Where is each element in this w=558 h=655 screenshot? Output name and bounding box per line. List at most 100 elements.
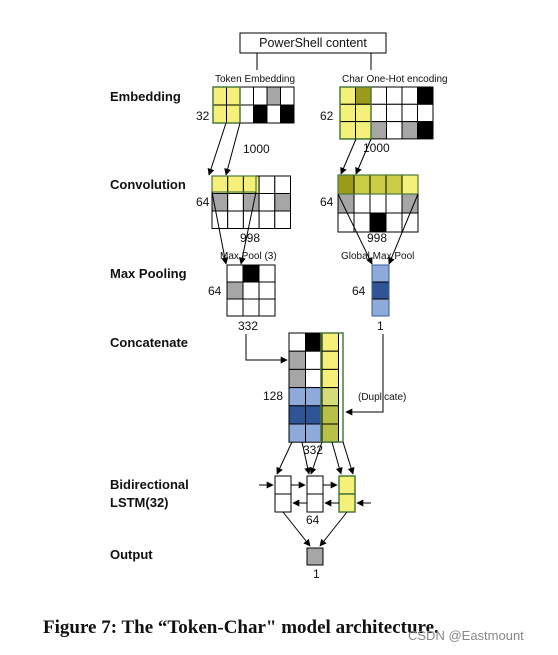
concat-cell (305, 423, 323, 443)
lstm-cell-3-top (338, 475, 356, 495)
token-emb-cell (253, 104, 268, 124)
token-emb-cell (226, 104, 241, 124)
pool-right-cell (371, 281, 390, 300)
stage-embedding: Embedding (110, 89, 181, 104)
char-emb-cell (417, 103, 434, 123)
pool-left-cell (226, 264, 244, 283)
concat-cell (321, 423, 339, 443)
concat-cell (321, 350, 339, 370)
char-emb-cell (355, 103, 372, 123)
char-emb-cell (386, 86, 403, 105)
char-emb-cols-label: 1000 (363, 141, 390, 155)
pool-right-rows-label: 64 (352, 284, 366, 298)
concat-cell (321, 405, 339, 425)
char-emb-cell (339, 121, 356, 140)
concat-cell (288, 405, 306, 425)
arrow-conv-right-to-pool-1 (337, 193, 373, 265)
conv-right-cell (401, 212, 419, 233)
token-maxpool-matrix (226, 264, 276, 317)
arrow-concat-to-lstm-5 (342, 441, 355, 475)
concat-cell (305, 387, 323, 407)
lstm-layer (259, 475, 371, 513)
arrow-pool-left-to-concat (245, 334, 288, 364)
stage-max-pooling: Max Pooling (110, 266, 187, 281)
conv-right-cell (401, 193, 419, 214)
lstm-cell-1-bottom (274, 493, 292, 513)
pool-left-cell (242, 264, 260, 283)
conv-left-cell (227, 210, 244, 229)
concatenate-matrix (288, 332, 339, 443)
char-emb-cell (370, 121, 387, 140)
pool-left-cell (242, 281, 260, 300)
token-embedding-label: Token Embedding (215, 74, 295, 85)
arrow-conv-right-to-pool-2 (388, 193, 419, 265)
pool-left-cell (226, 298, 244, 317)
maxpool-right-label: Global Max Pool (341, 251, 414, 262)
stage-lstm-line1: Bidirectional (110, 477, 189, 492)
concat-cell (321, 332, 339, 352)
concat-cell (305, 405, 323, 425)
pool-left-cols-label: 332 (238, 319, 258, 333)
arrow-concat-to-lstm-3 (309, 441, 323, 475)
conv-right-cell (385, 212, 403, 233)
char-emb-cell (370, 103, 387, 123)
stage-convolution: Convolution (110, 177, 186, 192)
arrow-pool-right-to-concat (345, 334, 384, 416)
conv-left-cell (242, 193, 260, 212)
conv-left-cell (227, 193, 244, 212)
arrow-conv-left-to-pool-1 (211, 191, 229, 265)
concat-cols-label: 332 (303, 443, 323, 457)
conv-left-cols-label: 998 (240, 231, 260, 245)
arrow-token-emb-to-conv-1 (207, 122, 227, 176)
lstm-cell-3-bottom (338, 493, 356, 513)
conv-left-cell (211, 175, 229, 194)
conv-left-cell (242, 175, 260, 194)
pool-left-cell (258, 298, 276, 317)
char-emb-cell (417, 121, 434, 140)
arrow-lstm-to-output-2 (319, 511, 348, 547)
token-emb-cell (239, 104, 254, 124)
char-emb-cell (401, 86, 418, 105)
concat-cell (288, 350, 306, 370)
token-emb-window (212, 86, 241, 124)
pool-left-cell (258, 281, 276, 300)
concat-cell (305, 332, 323, 352)
token-emb-cell (266, 104, 281, 124)
lstm-cell-1-top (274, 475, 292, 495)
char-onehot-matrix (339, 86, 434, 140)
concat-cell (321, 368, 339, 389)
char-emb-cell (401, 121, 418, 140)
char-emb-rows-label: 62 (320, 109, 334, 123)
conv-left-cell (211, 210, 229, 229)
arrow-conv-left-to-pool-2 (238, 191, 257, 265)
lstm-cell-2-top (306, 475, 324, 495)
conv-right-cell (369, 174, 387, 195)
lstm-cell-2-bottom (306, 493, 324, 513)
powershell-content-label: PowerShell content (259, 36, 367, 50)
maxpool-left-label: Max Pool (3) (220, 251, 277, 262)
conv-right-cell (385, 174, 403, 195)
concat-cell (288, 332, 306, 352)
token-emb-cell (239, 86, 254, 106)
char-onehot-label: Char One-Hot encoding (342, 74, 448, 85)
stage-concatenate: Concatenate (110, 335, 188, 350)
token-emb-cell (212, 86, 227, 106)
concat-cell (288, 387, 306, 407)
arrow-concat-to-lstm-1 (276, 441, 293, 475)
char-emb-cell (355, 121, 372, 140)
conv-left-cell (227, 175, 244, 194)
output-cell (306, 547, 324, 566)
conv-left-cell (274, 193, 291, 212)
conv-right-cell (337, 174, 355, 195)
token-emb-cols-label: 1000 (243, 142, 270, 156)
pool-right-cell (371, 298, 390, 317)
conv-left-cell (258, 210, 276, 229)
token-emb-cell (253, 86, 268, 106)
powershell-content-box (239, 32, 387, 54)
duplicate-label: (Duplicate) (358, 392, 406, 403)
concat-cell (288, 368, 306, 389)
pool-left-rows-label: 64 (208, 284, 222, 298)
char-emb-cell (386, 121, 403, 140)
arrow-char-emb-to-conv-2 (355, 138, 372, 175)
char-emb-cell (339, 86, 356, 105)
